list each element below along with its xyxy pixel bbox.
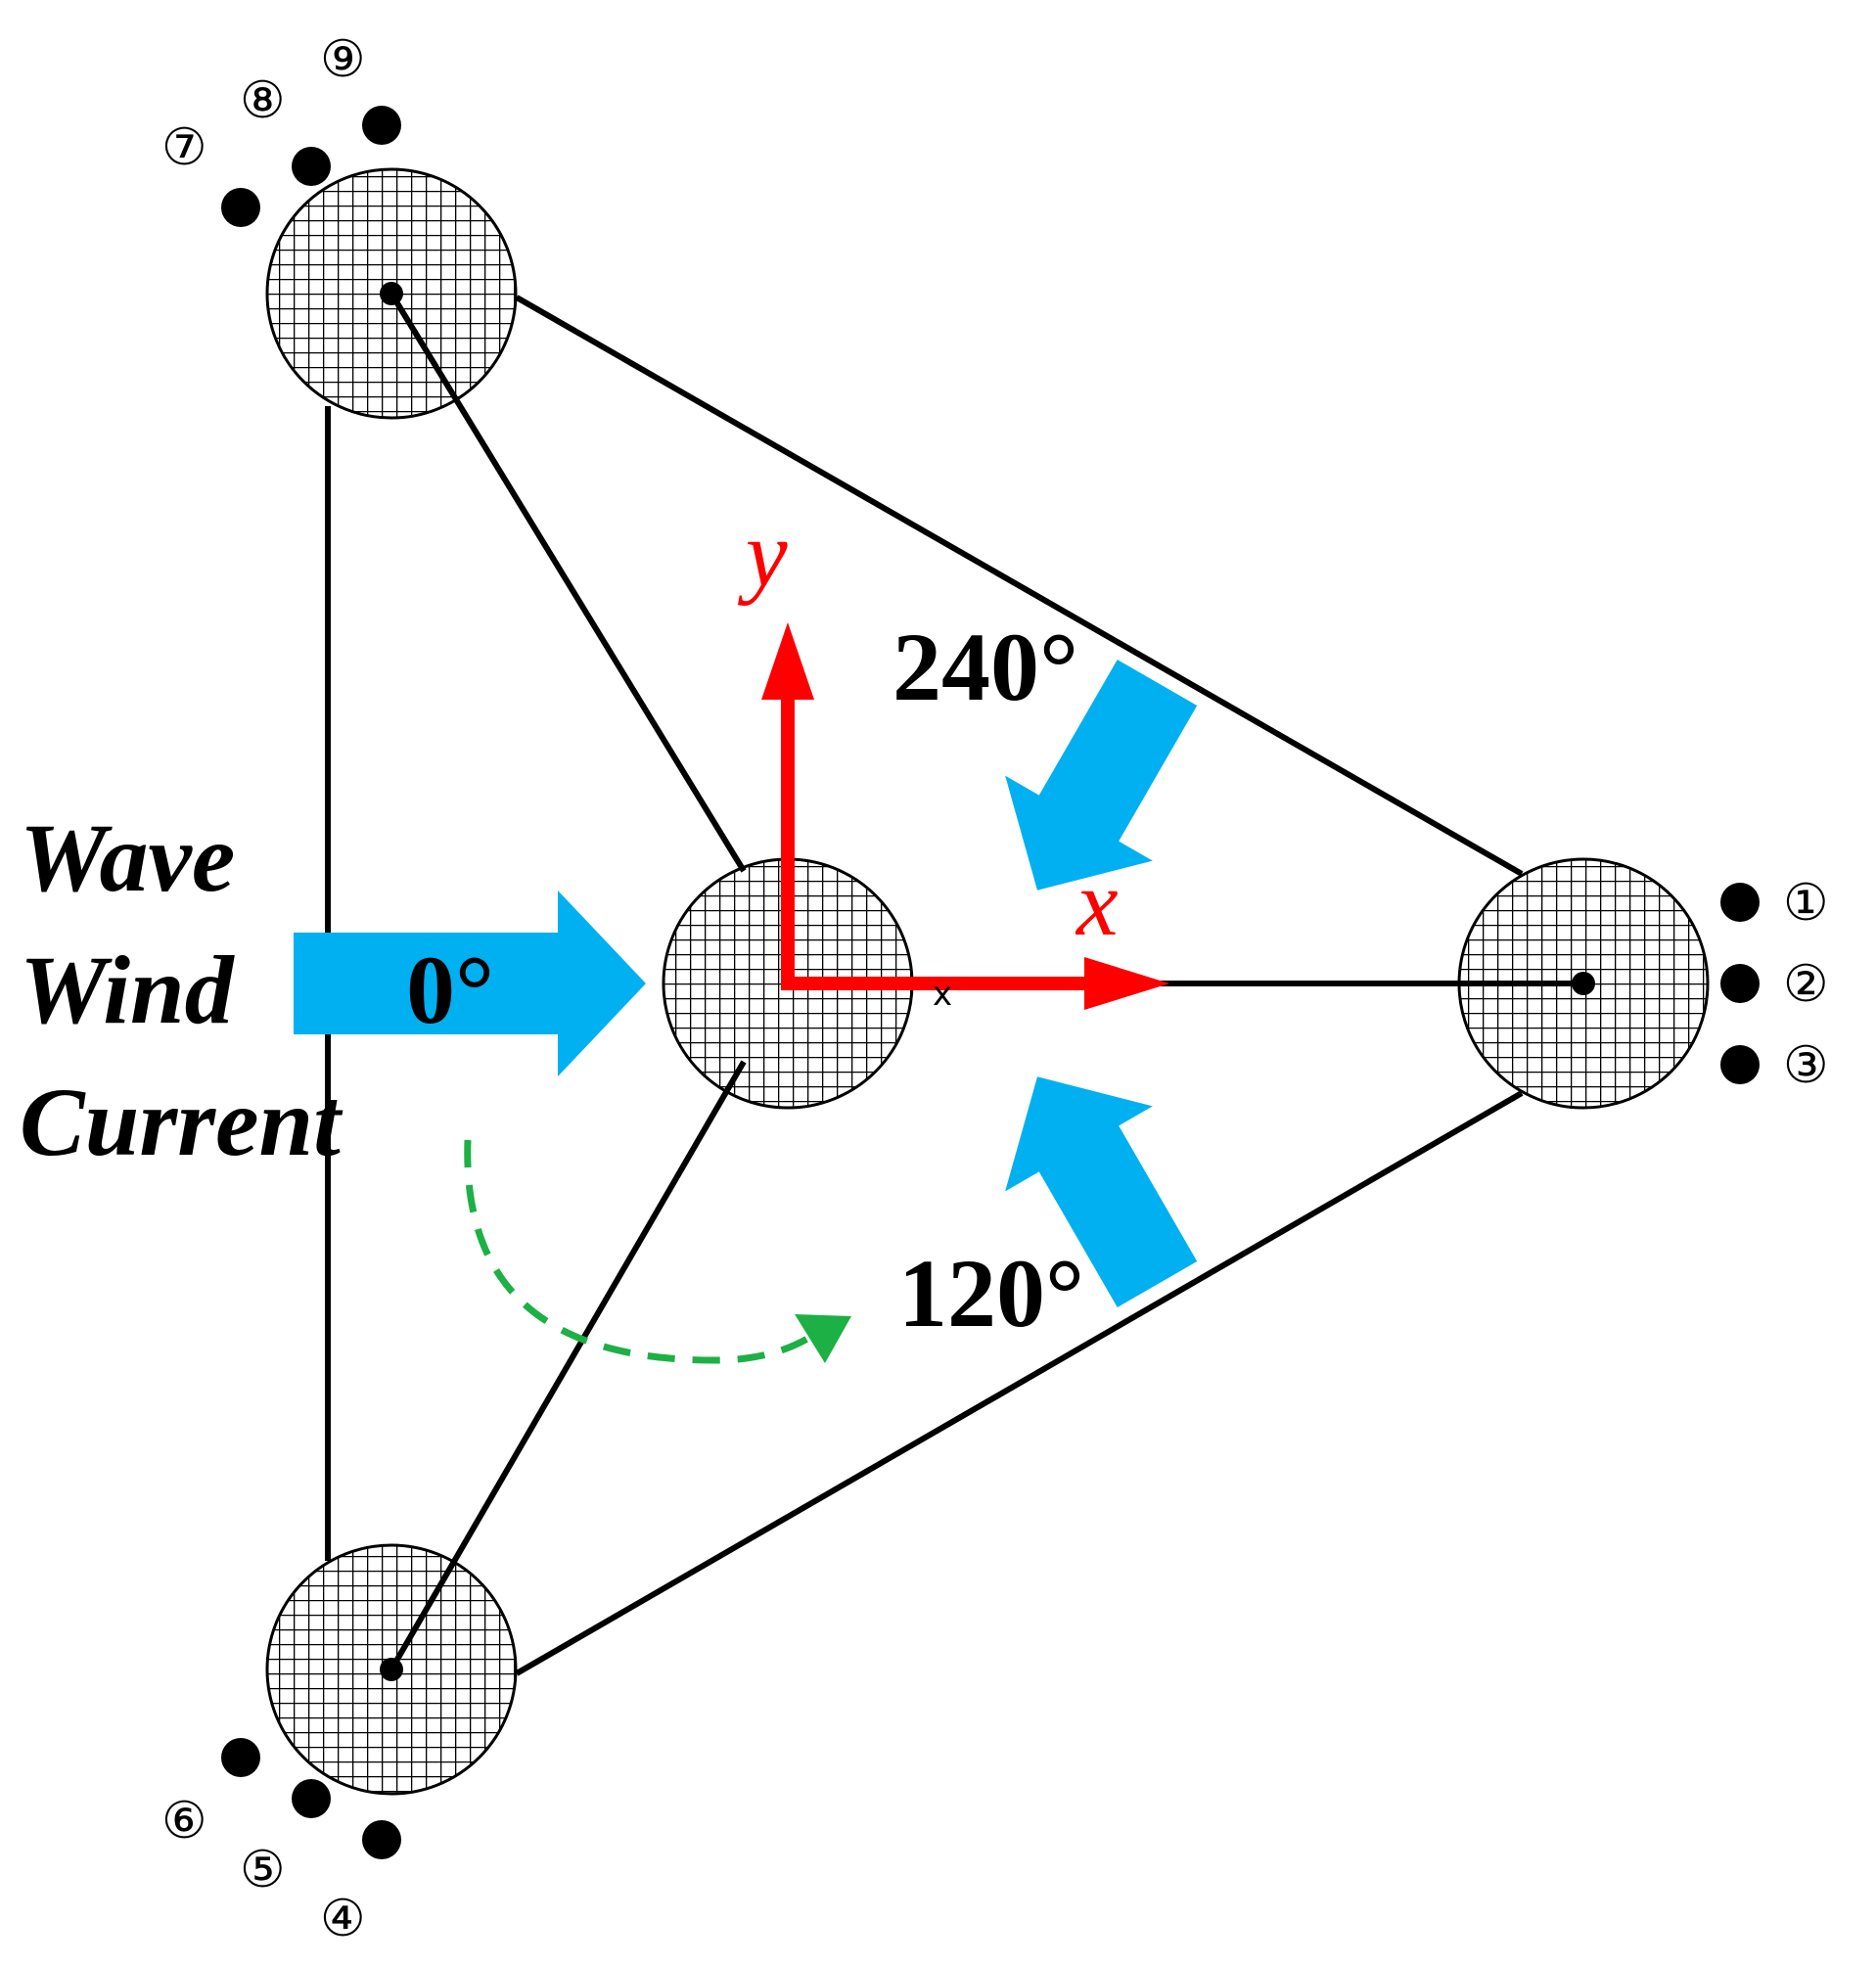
load-label-current: Current xyxy=(20,1068,343,1176)
bottom-left-column xyxy=(265,1543,518,1796)
angle-label-0: 0° xyxy=(406,936,494,1044)
angle-label-120: 120° xyxy=(898,1239,1084,1348)
mooring-line-label-4: ④ xyxy=(320,1890,366,1948)
mooring-line-label-2: ② xyxy=(1783,955,1829,1014)
load-label-wind: Wind xyxy=(20,936,236,1044)
y-axis-arrowhead xyxy=(761,622,814,700)
fairlead-dot xyxy=(292,147,331,186)
load-label-wave: Wave xyxy=(20,803,235,912)
mooring-line-label-7: ⑦ xyxy=(161,118,207,177)
right-column xyxy=(1457,857,1710,1110)
load-arrows xyxy=(294,660,1198,1307)
arrow-120-deg xyxy=(1005,660,1198,891)
fairlead-dot xyxy=(1720,1045,1760,1084)
arrow-240-deg xyxy=(1005,1076,1198,1307)
fairlead-dot xyxy=(221,1738,260,1777)
pontoon-top-left-to-right xyxy=(515,295,1524,877)
y-axis-label: y xyxy=(737,501,788,606)
mooring-line-label-5: ⑤ xyxy=(240,1841,286,1899)
x-axis-arrowhead xyxy=(1084,957,1169,1010)
dashed-rotation-arrow xyxy=(464,1139,814,1364)
column-center-dot xyxy=(1572,972,1595,995)
fairlead-dot xyxy=(221,188,260,227)
x-axis-shaft xyxy=(783,977,1096,990)
column-center-dot xyxy=(380,282,403,305)
y-axis-shaft xyxy=(781,695,795,990)
pontoon-bottom-left-to-right xyxy=(515,1090,1524,1676)
angle-label-240: 240° xyxy=(892,613,1078,721)
mooring-group-bottom-left: ④ ⑤ ⑥ xyxy=(161,1738,401,1948)
arrow-0-deg xyxy=(294,891,646,1076)
fairlead-dot xyxy=(362,1820,401,1859)
fairlead-dot xyxy=(1720,883,1760,922)
mooring-line-label-9: ⑨ xyxy=(320,30,366,89)
mooring-line-label-6: ⑥ xyxy=(161,1792,207,1851)
mooring-group-right: ① ② ③ xyxy=(1720,874,1829,1095)
angle-labels: 0° 120° 240° xyxy=(406,613,1084,1348)
mooring-group-top-left: ⑦ ⑧ ⑨ xyxy=(161,30,401,227)
fairlead-dot xyxy=(362,106,401,145)
mooring-line-label-1: ① xyxy=(1783,874,1829,933)
top-left-column xyxy=(265,167,518,420)
mooring-line-label-3: ③ xyxy=(1783,1036,1829,1095)
fairlead-dot xyxy=(1720,964,1760,1003)
rotation-arrowhead xyxy=(795,1314,851,1363)
column-center-dot xyxy=(380,1658,403,1681)
origin-tick-label: x xyxy=(933,975,952,1014)
load-type-labels: Wave Wind Current xyxy=(20,803,343,1176)
fairlead-dot xyxy=(292,1779,331,1818)
mooring-line-label-8: ⑧ xyxy=(240,71,286,130)
